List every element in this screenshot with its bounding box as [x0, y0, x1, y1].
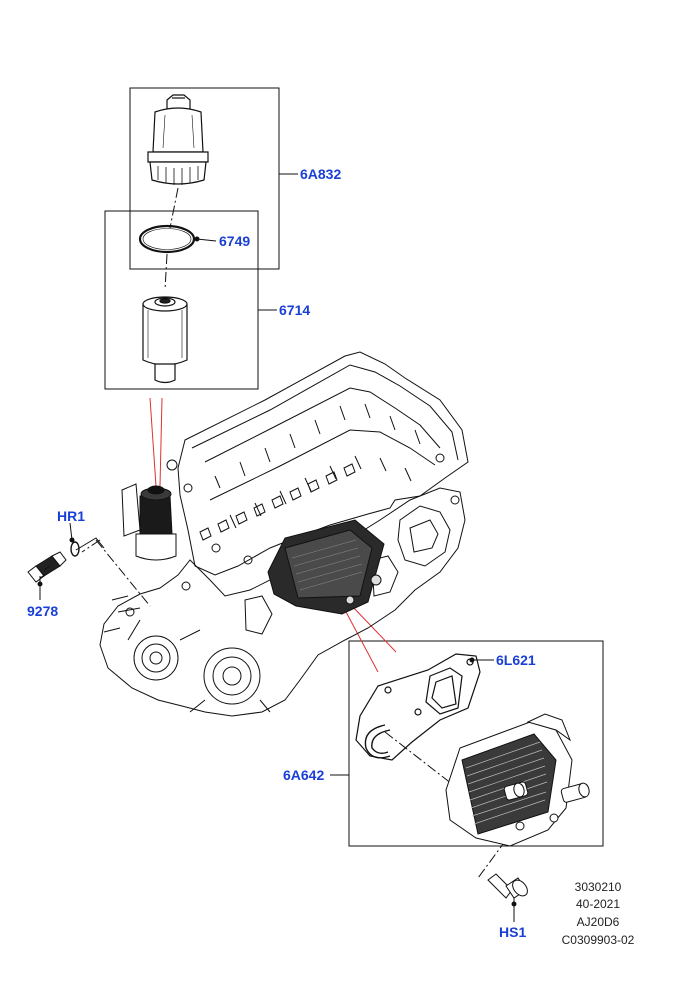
callout-6749[interactable]: 6749: [219, 233, 250, 249]
o-ring-drawing: [138, 224, 196, 254]
seal-washer-drawing: [70, 541, 80, 557]
callout-6714[interactable]: 6714: [279, 302, 310, 318]
assembly-centerlines: [81, 187, 507, 879]
filter-housing-drawing: [147, 94, 209, 185]
callout-dots: [37, 236, 517, 907]
oil-cooler-group-box: [348, 640, 604, 847]
engine-drawing: [99, 351, 469, 717]
engine-filter-housing: [121, 483, 177, 561]
reference-line-2: 40-2021: [576, 897, 620, 911]
reference-line-1: 3030210: [575, 880, 622, 894]
sensor-drawing: [27, 551, 67, 583]
callout-9278[interactable]: 9278: [27, 603, 58, 619]
oil-cooler-drawing: [445, 713, 590, 847]
callout-hr1[interactable]: HR1: [57, 508, 85, 524]
gasket-drawing: [355, 653, 481, 761]
reference-line-3: AJ20D6: [577, 915, 620, 929]
bolt-drawing: [487, 873, 528, 899]
callout-6a642[interactable]: 6A642: [283, 767, 324, 783]
engine-oil-cooler: [267, 519, 385, 615]
callout-6l621[interactable]: 6L621: [496, 652, 536, 668]
callout-hs1[interactable]: HS1: [499, 924, 526, 940]
callout-6a832[interactable]: 6A832: [300, 166, 341, 182]
filter-housing-group-box: [129, 87, 280, 270]
filter-element-drawing: [142, 296, 188, 384]
retaining-clip-drawing: [364, 724, 391, 759]
reference-line-4: C0309903-02: [562, 933, 635, 947]
red-leader-lines: [149, 397, 397, 673]
filter-element-group-box: [104, 210, 259, 390]
callout-leaders: [39, 173, 515, 922]
